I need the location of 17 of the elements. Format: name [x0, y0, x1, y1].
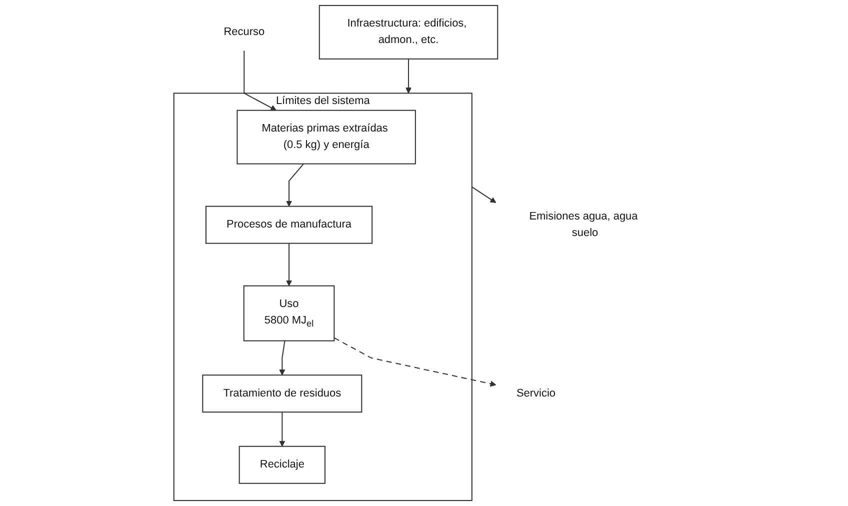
- node-text: Emisiones agua, agua suelo: [529, 210, 638, 239]
- arrow: [406, 58, 412, 94]
- node-box: Materias primas extraídas (0.5 kg) y energía: [236, 110, 416, 164]
- arrow: [286, 243, 292, 286]
- node-text: Servicio: [516, 387, 556, 400]
- node-box: Reciclaje: [238, 446, 326, 484]
- node-text: Recurso: [224, 26, 265, 38]
- node-box: Infraestructura: edificios, admon., etc.: [318, 4, 498, 60]
- arrow: [279, 340, 286, 376]
- arrow: [334, 337, 496, 387]
- node-box: Tratamiento de residuos: [202, 374, 362, 413]
- arrow: [244, 50, 276, 111]
- arrow: [472, 186, 496, 203]
- node-box: Procesos de manufactura: [205, 206, 373, 244]
- arrow: [286, 164, 304, 207]
- arrow: [279, 412, 286, 447]
- node-box: Uso 5800 MJ$_{el}$: [243, 285, 335, 342]
